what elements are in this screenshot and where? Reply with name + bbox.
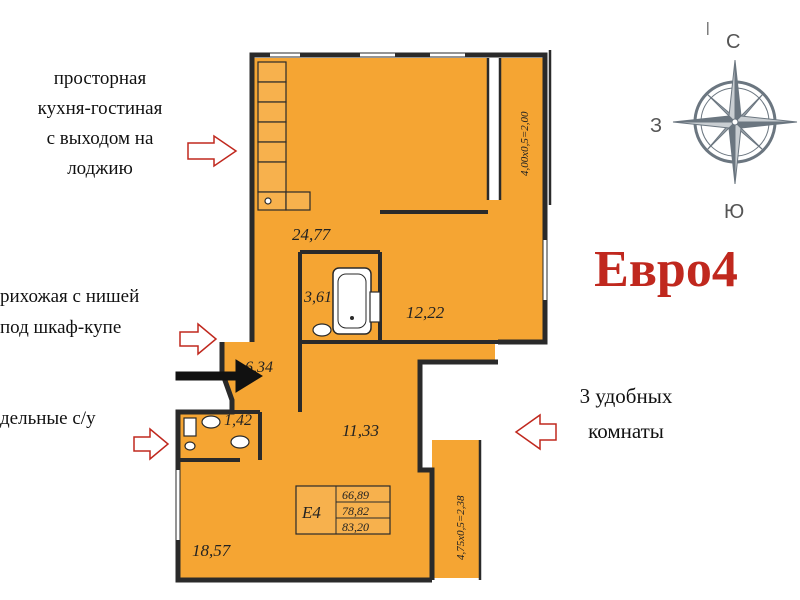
kitchen-callout: просторная кухня-гостиная с выходом на л…: [38, 68, 238, 179]
area-bedroom-bottom: 18,57: [192, 541, 232, 560]
loggia-bottom: [432, 440, 480, 578]
area-kitchen-living: 24,77: [292, 225, 332, 244]
kitchen-unit: [257, 61, 311, 211]
plan-area-3: 83,20: [342, 520, 369, 534]
area-wc: 1,42: [224, 412, 252, 429]
hallway-arrow-icon: [179, 322, 218, 356]
loggia-top: [500, 58, 545, 200]
kitchen-arrow-icon: [187, 134, 238, 168]
bathrooms-arrow-icon: [133, 427, 170, 461]
area-bathroom: 3,61: [303, 289, 332, 306]
rooms-callout-line-2: комнаты: [588, 419, 664, 443]
bathroom-sink: [312, 291, 381, 337]
bathrooms-callout-line-1: дельные с/у: [0, 408, 96, 429]
rooms-arrow-icon: [514, 413, 557, 451]
hallway-callout-line-2: под шкаф-купе: [0, 317, 121, 338]
apartment-type-title: Евро4: [594, 241, 738, 298]
area-bedroom-middle: 11,33: [342, 421, 379, 440]
floor-plan: 24,77 3,61 12,22 6,34 1,42 11,33 18,57 4…: [175, 50, 552, 583]
toilet: [183, 415, 221, 437]
area-bedroom-top: 12,22: [406, 303, 445, 322]
hallway-callout-line-1: рихожая с нишей: [0, 286, 139, 307]
loggia-bottom-dimension: 4,75х0,5=2,38: [455, 495, 467, 560]
bathrooms-callout: дельные с/у: [0, 408, 170, 461]
plan-code: Е4: [301, 503, 321, 522]
bathtub: [332, 267, 372, 335]
compass-mark: |: [706, 19, 710, 35]
hallway-callout: рихожая с нишей под шкаф-купе: [0, 286, 263, 393]
kitchen-callout-line-4: лоджию: [67, 158, 133, 179]
kitchen-callout-line-2: кухня-гостиная: [38, 98, 163, 119]
compass-west: З: [650, 115, 662, 137]
plan-code-table: Е4 66,89 78,82 83,20: [295, 485, 391, 535]
compass-north: С: [726, 31, 740, 53]
kitchen-callout-line-1: просторная: [54, 68, 147, 89]
interior-walls: [180, 210, 498, 470]
compass-rose: | С З Ю: [650, 19, 798, 223]
wc-sink: [184, 435, 250, 451]
windows: [176, 53, 547, 540]
compass-south: Ю: [724, 201, 744, 223]
plan-area-1: 66,89: [342, 488, 369, 502]
loggia-top-dimension: 4,00х0,5=2,00: [519, 111, 531, 176]
compass-icon: [672, 59, 798, 185]
plan-area-2: 78,82: [342, 504, 369, 518]
loggia-walls: [478, 50, 552, 580]
hallway-entry-arrow-icon: [175, 359, 263, 393]
rooms-callout-line-1: 3 удобных: [580, 384, 673, 408]
rooms-callout: 3 удобных комнаты: [514, 384, 673, 451]
kitchen-callout-line-3: с выходом на: [47, 128, 154, 149]
